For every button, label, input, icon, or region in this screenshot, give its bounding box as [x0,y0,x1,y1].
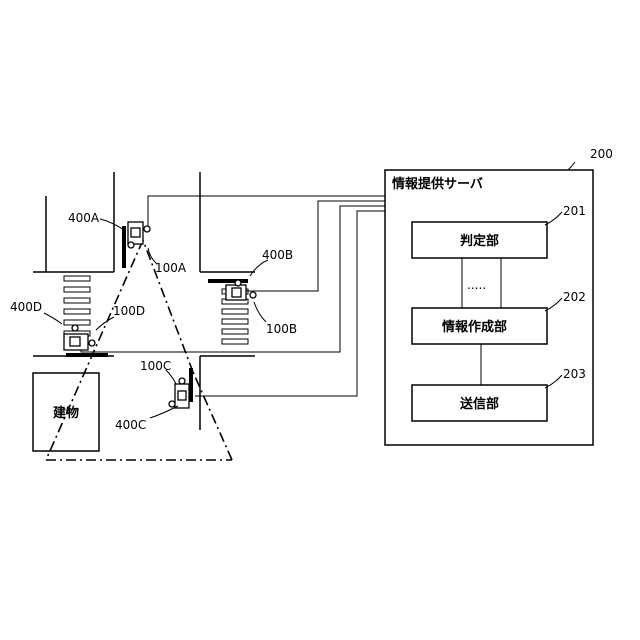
server: 情報提供サーバ 200 判定部 201 ..... 情報作成部 202 送信部 … [385,147,613,445]
unit-ref-202: 202 [563,290,586,304]
camera-100b [208,279,256,300]
camera-label-100c: 100C [140,359,171,373]
unit-202-label: 情報作成部 [442,319,507,335]
camera-100a [122,222,150,268]
server-title: 情報提供サーバ [392,176,483,192]
server-ref-200: 200 [590,147,613,161]
unit-201-label: 判定部 [460,233,499,249]
camera-100c [169,368,193,408]
mount-label-400b: 400B [262,248,293,262]
camera-label-100b: 100B [266,322,297,336]
camera-label-100a: 100A [155,261,187,275]
units-ellipsis: ..... [467,278,486,292]
camera-label-100d: 100D [113,304,145,318]
unit-ref-203: 203 [563,367,586,381]
mount-label-400c: 400C [115,418,146,432]
unit-ref-201: 201 [563,204,586,218]
mount-label-400a: 400A [68,211,100,225]
mount-label-400d: 400D [10,300,42,314]
unit-203-label: 送信部 [459,396,499,412]
